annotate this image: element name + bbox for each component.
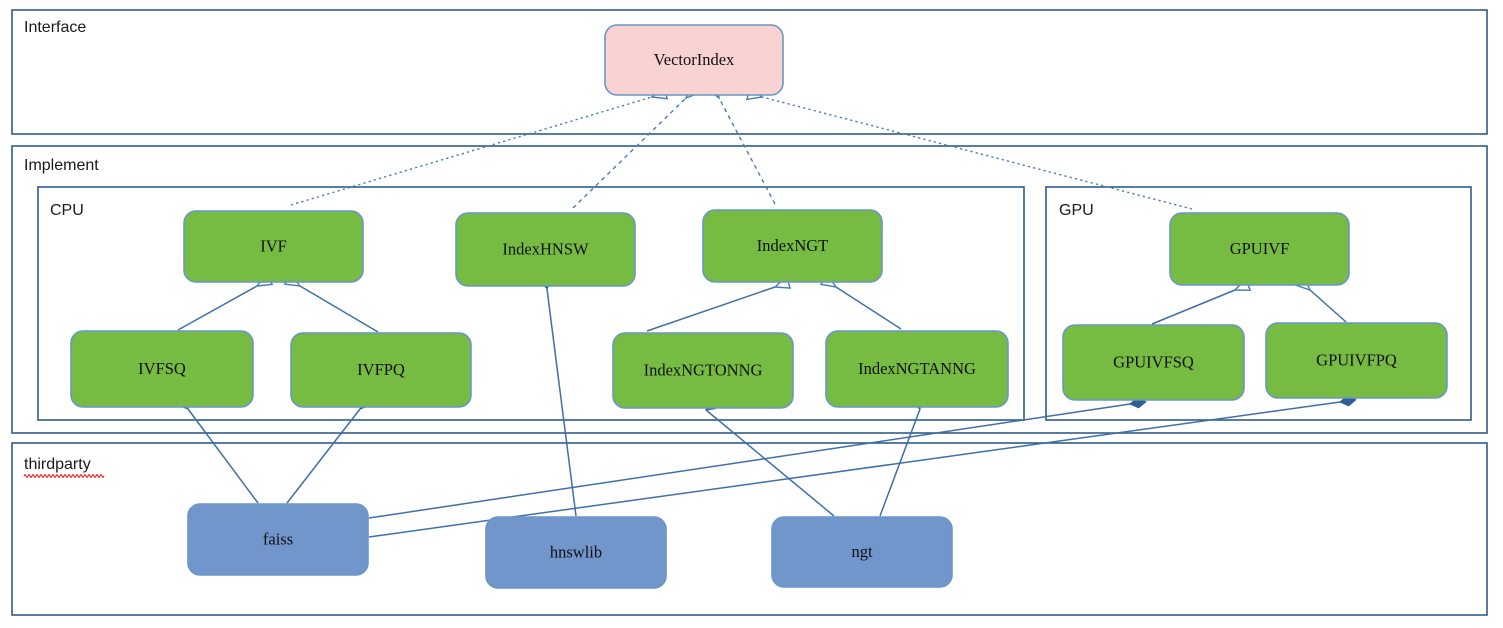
edge-path-e-ngt-indexngtanng (879, 408, 921, 517)
node-indexhnsw[interactable]: IndexHNSW (455, 212, 636, 287)
node-label-ivfpq: IVFPQ (357, 360, 405, 379)
node-box-gpuivf[interactable] (1169, 212, 1350, 286)
edge-path-e-faiss-ivfsq (187, 408, 259, 504)
edge-path-e-ivfsq-ivf (177, 285, 258, 331)
edge-path-e-gpuivfpq-gpuivf (1309, 289, 1347, 323)
node-box-vectorindex[interactable] (604, 24, 784, 96)
edge-path-e-ivfpq-ivf (299, 285, 379, 333)
node-ngt[interactable]: ngt (771, 516, 953, 588)
node-label-gpuivfsq: GPUIVFSQ (1113, 352, 1194, 371)
node-label-gpuivfpq: GPUIVFPQ (1316, 350, 1397, 369)
group-label-implement: Implement (24, 157, 99, 174)
spellcheck-underline-thirdparty (23, 474, 105, 478)
edge-path-e-faiss-gpuivfpq (368, 401, 1341, 538)
node-indexngtanng[interactable]: IndexNGTANNG (825, 330, 1009, 408)
node-label-faiss: faiss (263, 529, 293, 548)
group-label-interface: Interface (24, 19, 86, 36)
node-hnswlib[interactable]: hnswlib (485, 516, 667, 589)
edge-path-e-faiss-ivfpq (286, 408, 361, 504)
node-gpuivf[interactable]: GPUIVF (1169, 212, 1350, 286)
edge-path-e-hnswlib-indexhnsw (546, 288, 577, 517)
node-indexngt[interactable]: IndexNGT (702, 209, 883, 283)
node-ivfpq[interactable]: IVFPQ (290, 332, 472, 408)
node-label-ivf: IVF (260, 236, 287, 255)
node-label-indexngtonng: IndexNGTONNG (644, 360, 763, 379)
group-label-cpu: CPU (50, 202, 84, 219)
edge-path-e-gpuivf-vectorindex (761, 96, 1193, 210)
group-label-thirdparty: thirdparty (24, 456, 91, 473)
node-box-faiss[interactable] (187, 503, 369, 576)
edge-path-e-hnsw-vectorindex (572, 97, 687, 209)
node-box-ivfsq[interactable] (70, 330, 254, 408)
node-ivfsq[interactable]: IVFSQ (70, 330, 254, 408)
node-label-indexngtanng: IndexNGTANNG (858, 359, 976, 378)
node-box-indexngtonng[interactable] (612, 332, 794, 409)
node-box-ivfpq[interactable] (290, 332, 472, 408)
node-box-gpuivfsq[interactable] (1062, 324, 1245, 401)
edge-path-e-gpuivfsq-gpuivf (1151, 289, 1236, 325)
node-label-indexngt: IndexNGT (757, 236, 828, 255)
node-box-ivf[interactable] (183, 210, 364, 283)
node-label-gpuivf: GPUIVF (1230, 239, 1290, 258)
node-vectorindex[interactable]: VectorIndex (604, 24, 784, 96)
node-ivf[interactable]: IVF (183, 210, 364, 283)
node-box-ngt[interactable] (771, 516, 953, 588)
node-label-hnswlib: hnswlib (550, 542, 602, 561)
node-box-hnswlib[interactable] (485, 516, 667, 589)
node-box-indexngt[interactable] (702, 209, 883, 283)
node-box-gpuivfpq[interactable] (1265, 322, 1448, 399)
edge-path-e-ngtonng-indexngt (646, 286, 776, 332)
edge-path-e-ngtanng-indexngt (835, 286, 902, 330)
edge-path-e-ngt-indexngtonng (705, 409, 835, 517)
node-label-ngt: ngt (851, 542, 873, 561)
node-label-vectorindex: VectorIndex (654, 50, 735, 69)
group-label-gpu: GPU (1059, 202, 1094, 219)
edge-path-e-ivf-vectorindex (290, 96, 653, 206)
edge-path-e-faiss-gpuivfsq (368, 403, 1131, 519)
node-faiss[interactable]: faiss (187, 503, 369, 576)
node-box-indexhnsw[interactable] (455, 212, 636, 287)
node-label-indexhnsw: IndexHNSW (502, 239, 589, 258)
node-gpuivfsq[interactable]: GPUIVFSQ (1062, 324, 1245, 401)
node-box-indexngtanng[interactable] (825, 330, 1009, 408)
node-label-ivfsq: IVFSQ (138, 359, 186, 378)
node-indexngtonng[interactable]: IndexNGTONNG (612, 332, 794, 409)
edge-path-e-ngt-vectorindex (718, 97, 776, 205)
node-gpuivfpq[interactable]: GPUIVFPQ (1265, 322, 1448, 399)
